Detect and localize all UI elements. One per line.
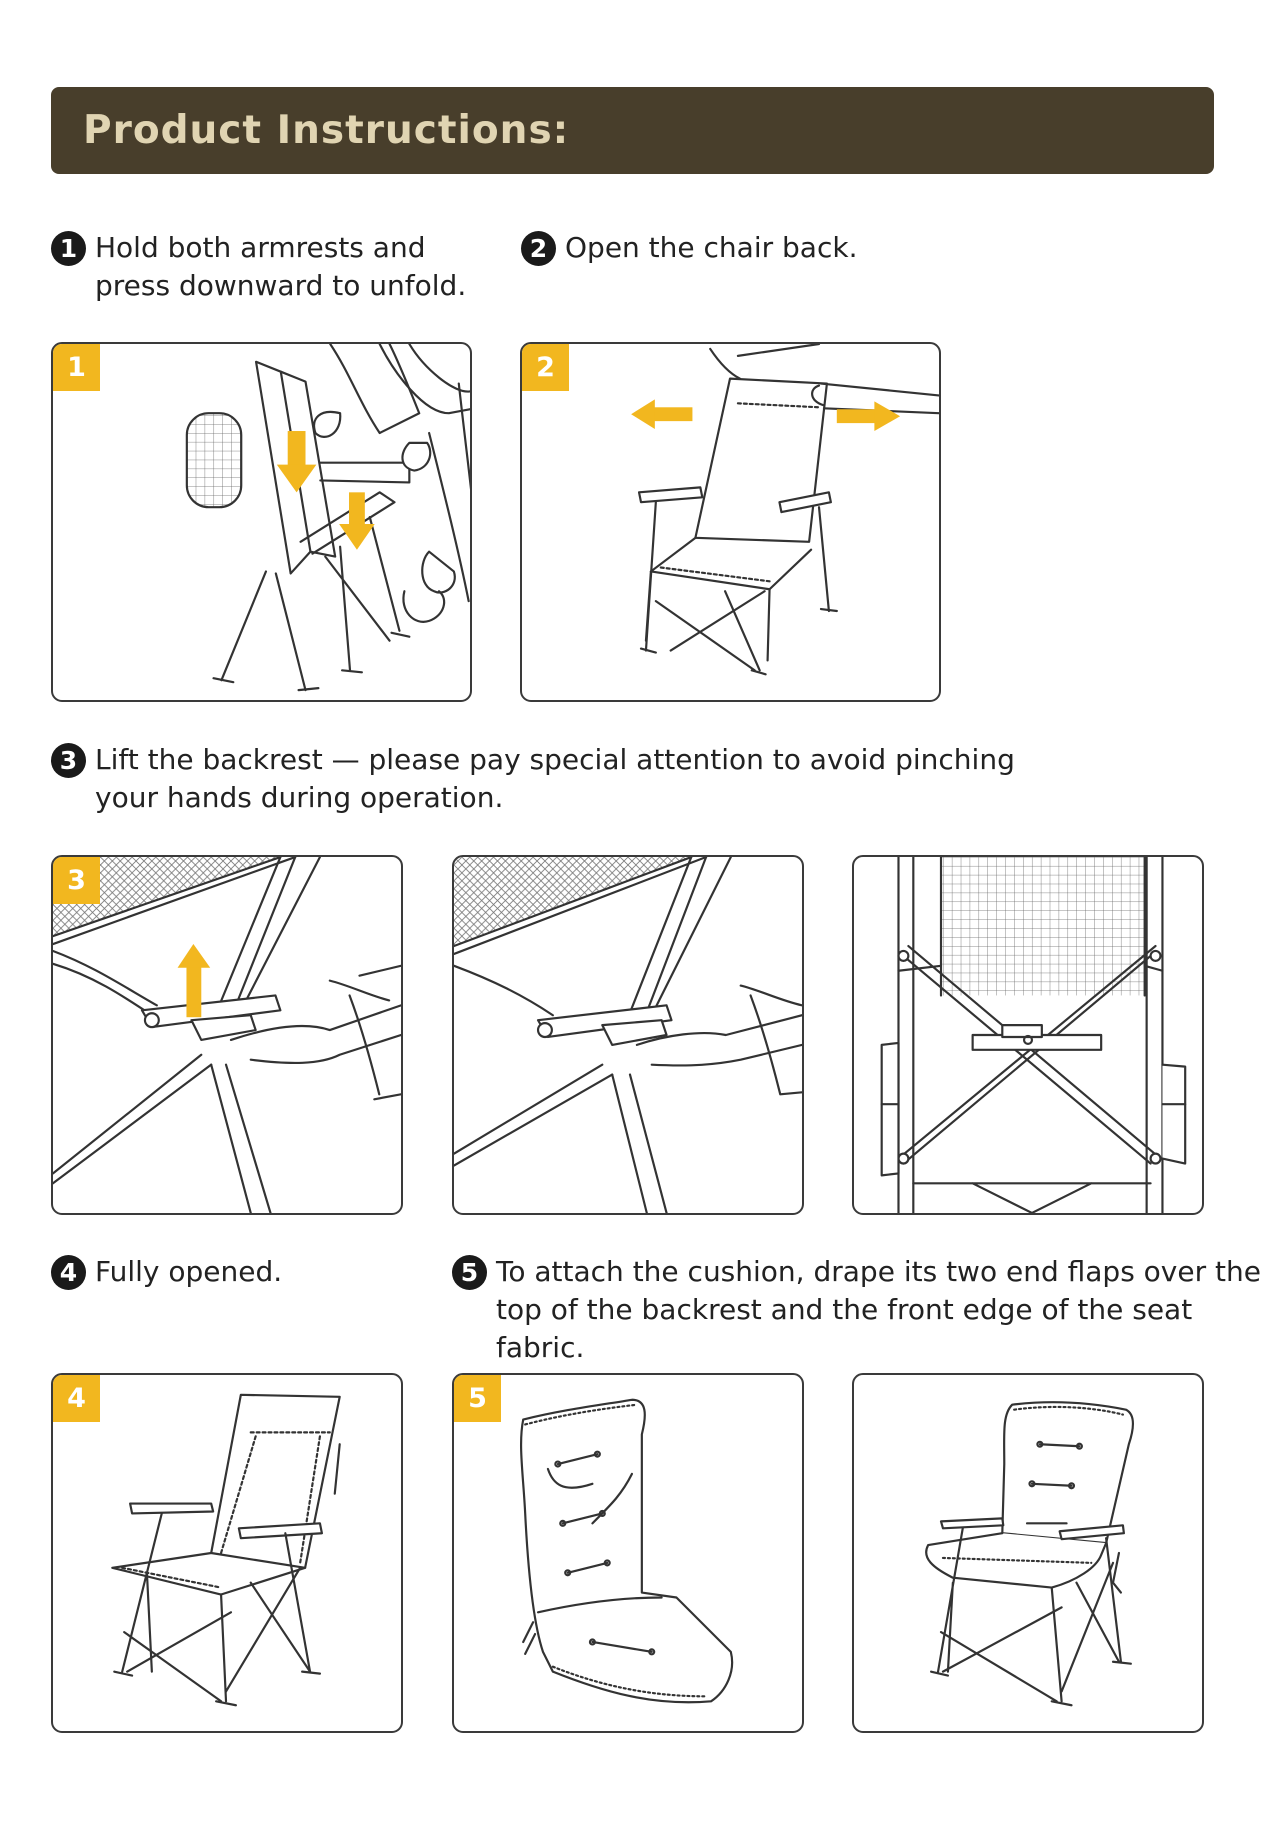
panel-3-badge: 3	[53, 857, 100, 904]
chair-rear-x-frame-illustration	[880, 857, 1187, 1213]
step-2-caption: 2 Open the chair back.	[521, 229, 857, 267]
panel-2-badge: 2	[522, 344, 569, 391]
panel-step-3-detail	[452, 855, 804, 1215]
chair-with-cushion-illustration	[925, 1401, 1135, 1707]
folded-chair-press-down-illustration	[185, 344, 470, 692]
step-1-text: Hold both armrests and press downward to…	[95, 231, 467, 302]
page-title: Product Instructions:	[83, 108, 570, 153]
seat-cushion-illustration	[519, 1398, 734, 1704]
panel-step-5: 5	[452, 1373, 804, 1733]
step-5-caption: 5 To attach the cushion, drape its two e…	[452, 1253, 1263, 1367]
panel-step-1: 1	[51, 342, 472, 702]
step-5-text: To attach the cushion, drape its two end…	[496, 1255, 1261, 1364]
panel-1-badge: 1	[53, 344, 100, 391]
step-2-text: Open the chair back.	[565, 231, 858, 264]
step-1-caption: 1 Hold both armrests and press downward …	[51, 229, 466, 305]
lift-backrest-hinge-up-arrow-illustration	[53, 857, 401, 1213]
panel-4-badge: 4	[53, 1375, 100, 1422]
step-1-number-icon: 1	[51, 231, 86, 266]
panel-step-4: 4	[51, 1373, 403, 1733]
backrest-hinge-hand-detail-illustration	[454, 857, 802, 1213]
step-2-number-icon: 2	[521, 231, 556, 266]
step-3-number-icon: 3	[51, 743, 86, 778]
step-5-number-icon: 5	[452, 1255, 487, 1290]
step-4-caption: 4 Fully opened.	[51, 1253, 282, 1291]
step-3-text: Lift the backrest — please pay special a…	[95, 743, 1015, 814]
chair-fully-opened-illustration	[111, 1393, 341, 1707]
panel-step-3: 3	[51, 855, 403, 1215]
chair-back-open-arrows-illustration	[631, 344, 939, 676]
panel-step-2: 2	[520, 342, 941, 702]
header-bar: Product Instructions:	[51, 87, 1214, 174]
panel-5-badge: 5	[454, 1375, 501, 1422]
step-3-caption: 3 Lift the backrest — please pay special…	[51, 741, 1015, 817]
step-4-text: Fully opened.	[95, 1255, 283, 1288]
panel-step-5-result	[852, 1373, 1204, 1733]
panel-step-3-rear	[852, 855, 1204, 1215]
step-4-number-icon: 4	[51, 1255, 86, 1290]
